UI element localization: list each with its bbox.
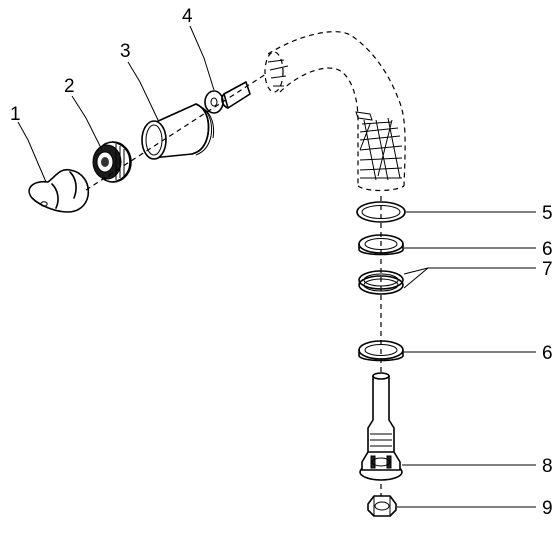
callout-3: 3 [120, 41, 131, 62]
callout-labels: 1 2 3 4 5 6 7 6 8 9 [10, 6, 553, 519]
callout-9: 9 [542, 498, 553, 519]
callout-1: 1 [10, 104, 21, 125]
callout-6-upper: 6 [542, 239, 553, 260]
callout-8: 8 [542, 456, 553, 477]
part-5-o-ring [356, 201, 406, 223]
part-8-mounting-nut [359, 451, 403, 481]
part-6-ring-lower [358, 340, 404, 362]
part-7-o-rings [358, 270, 404, 295]
callout-4: 4 [182, 6, 193, 27]
leader-lines [17, 25, 536, 508]
part-4-screw-washer [204, 81, 251, 114]
part-9-hex-nut [367, 495, 397, 517]
spout-outline [264, 31, 406, 192]
part-3-sleeve [141, 103, 215, 160]
callout-7: 7 [542, 259, 553, 280]
callout-5: 5 [542, 203, 553, 224]
part-1-handle-lever [28, 168, 90, 213]
part-6-ring-upper [358, 234, 404, 256]
part-2-cartridge [92, 141, 132, 183]
callout-6-lower: 6 [542, 343, 553, 364]
callout-2: 2 [64, 76, 75, 97]
